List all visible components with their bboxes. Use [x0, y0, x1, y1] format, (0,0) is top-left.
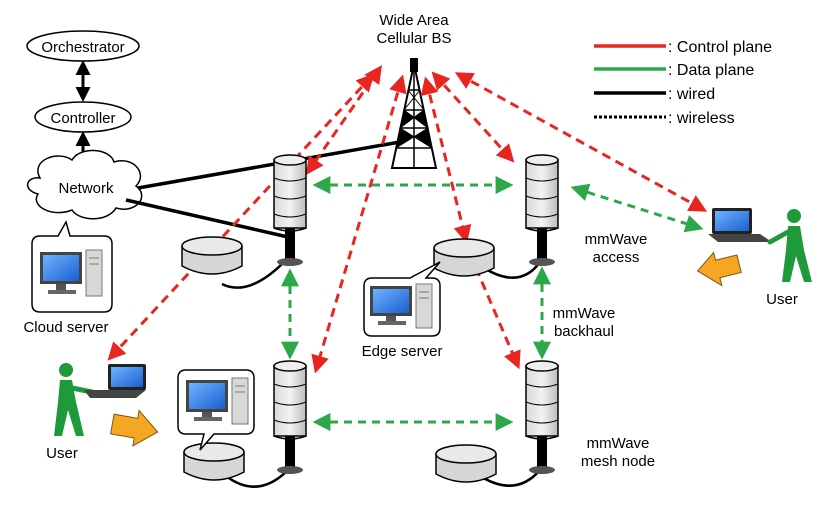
legend: : Control plane : Data plane : wired : w…	[594, 39, 772, 127]
mmwave-mesh-label-1: mmWave	[587, 435, 650, 452]
mmwave-backhaul-label-1: mmWave	[553, 305, 616, 322]
mmwave-access-label-2: access	[593, 249, 640, 266]
cloud-monitor-screen	[43, 255, 79, 281]
user-right-head	[787, 209, 801, 223]
legend-control-label: : Control plane	[668, 39, 772, 56]
orchestrator-label: Orchestrator	[41, 39, 124, 56]
bs-label-line2: Cellular BS	[376, 30, 451, 47]
mmwave-node-3	[183, 360, 307, 488]
edge-server-bottom	[177, 369, 255, 451]
mmwave-access-label-1: mmWave	[585, 231, 648, 248]
user-right	[696, 208, 812, 287]
orchestrator-node: Orchestrator	[26, 30, 140, 62]
cloud-server	[31, 220, 113, 313]
bs-label-line1: Wide Area	[379, 12, 449, 29]
controller-node: Controller	[34, 101, 132, 133]
cellular-bs-tower	[390, 58, 438, 169]
mmwave-mesh-label-2: mesh node	[581, 453, 655, 470]
movement-arrow-right	[696, 251, 742, 287]
mmwave-node-4	[435, 360, 559, 487]
legend-wired-label: : wired	[668, 86, 715, 103]
mmwave-node-1	[181, 154, 307, 289]
legend-wireless-label: : wireless	[668, 110, 735, 127]
edge-server-label: Edge server	[362, 343, 443, 360]
mmwave-backhaul-label-2: backhaul	[554, 323, 614, 340]
cloud-server-label: Cloud server	[23, 319, 108, 336]
cloud-tower-pc	[85, 249, 103, 297]
data-plane-links	[281, 176, 704, 431]
user-left-head	[59, 363, 73, 377]
edge-server-middle	[363, 261, 441, 337]
mmwave-node-2	[433, 154, 559, 279]
legend-data-label: : Data plane	[668, 62, 754, 79]
wired-network-bs	[137, 140, 401, 190]
wired-network-node1	[125, 198, 289, 239]
user-right-label: User	[766, 291, 798, 308]
movement-arrow-left	[110, 409, 159, 447]
user-left-label: User	[46, 445, 78, 462]
network-label: Network	[58, 180, 114, 197]
user-left	[54, 363, 159, 447]
controller-label: Controller	[50, 110, 115, 127]
network-cloud: Network	[27, 149, 143, 220]
